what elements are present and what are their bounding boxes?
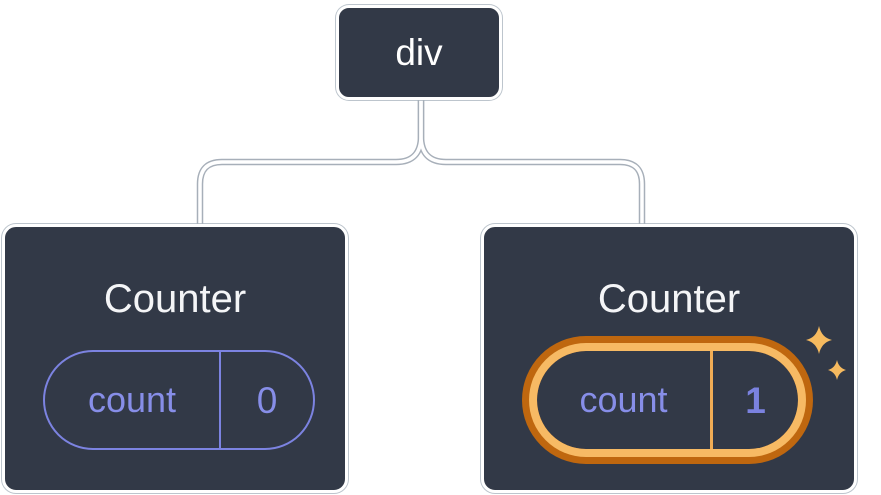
tree-node-div: div: [336, 5, 502, 100]
counter-title: Counter: [103, 277, 247, 321]
state-pill: count 0: [43, 350, 315, 450]
state-value-segment: 0: [221, 352, 313, 448]
state-key-segment: count: [537, 351, 713, 449]
tree-node-counter-left: Counter count 0: [2, 224, 348, 493]
state-value: 1: [745, 379, 766, 421]
state-key-segment: count: [45, 352, 221, 448]
state-value: 0: [256, 379, 278, 421]
state-key-label: count: [579, 379, 668, 420]
counter-title: Counter: [597, 277, 741, 321]
state-value-segment: 1: [713, 351, 798, 449]
state-pill-highlighted: count 1: [537, 351, 798, 449]
node-label: div: [395, 32, 443, 73]
sparkles-icon: [806, 326, 846, 380]
state-key-label: count: [87, 379, 177, 420]
tree-node-counter-right: Counter count 1: [481, 224, 857, 493]
